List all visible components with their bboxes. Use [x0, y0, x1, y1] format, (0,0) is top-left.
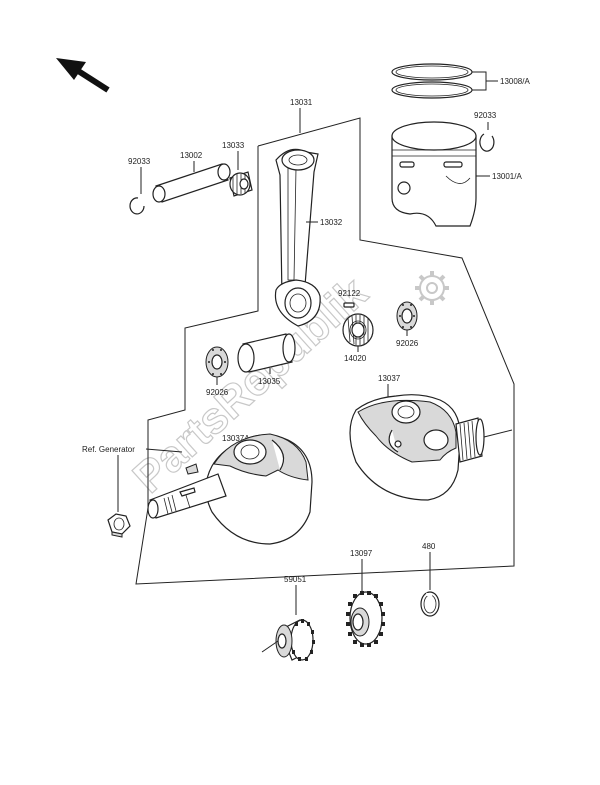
crankshaft-half-right: [349, 394, 513, 501]
crank-pin: [237, 333, 296, 373]
crankshaft-nut: [107, 513, 131, 538]
gear-59051: [261, 619, 315, 661]
key-92122: [343, 302, 355, 308]
label-13008a: 13008/A: [500, 77, 530, 86]
label-14020: 14020: [344, 354, 367, 363]
label-92122: 92122: [338, 289, 361, 298]
label-92026-right: 92026: [396, 339, 419, 348]
label-59051: 59051: [284, 575, 307, 584]
connecting-rod: [274, 148, 321, 327]
label-13002: 13002: [180, 151, 203, 160]
thrust-washer-left: [205, 346, 229, 378]
thrust-washer-right: [396, 301, 418, 331]
label-13001a: 13001/A: [492, 172, 522, 181]
circlip-right: [479, 133, 495, 152]
label-13035: 13035: [258, 377, 281, 386]
label-13037: 13037: [378, 374, 401, 383]
label-92033-right: 92033: [474, 111, 497, 120]
gear-13097: [346, 591, 385, 647]
label-13031: 13031: [290, 98, 313, 107]
label-13037a: 13037A: [222, 434, 250, 443]
gear-icon: [415, 271, 449, 305]
needle-bearing-big-end: [342, 313, 374, 347]
circlip-left: [129, 197, 145, 215]
label-13097: 13097: [350, 549, 373, 558]
circlip-480: [420, 591, 440, 617]
crankshaft-half-left: [147, 433, 313, 545]
needle-bearing-small-end: [229, 171, 253, 197]
label-92033-left: 92033: [128, 157, 151, 166]
woodruff-key: [185, 463, 199, 475]
direction-arrow-icon: [56, 58, 110, 93]
label-13032: 13032: [320, 218, 343, 227]
piston: [391, 121, 477, 227]
assembly-outline: [135, 117, 515, 585]
label-480: 480: [422, 542, 436, 551]
piston-rings: [391, 63, 498, 99]
label-ref-generator: Ref. Generator: [82, 445, 135, 454]
piston-pin: [152, 163, 231, 203]
label-92026-left: 92026: [206, 388, 229, 397]
label-13033: 13033: [222, 141, 245, 150]
